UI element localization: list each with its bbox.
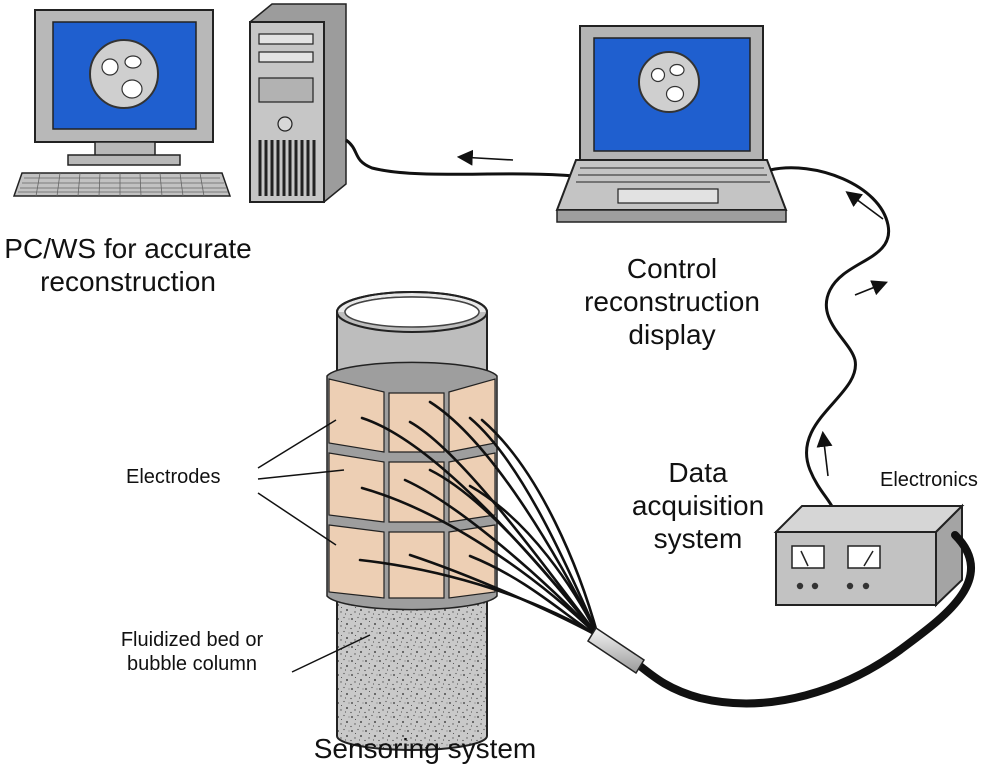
- fluidized-bed: [336, 597, 488, 751]
- fluidized-label-line1: Fluidized bed or: [120, 629, 264, 651]
- pc-label: PC/WS for accurate reconstruction: [2, 232, 254, 298]
- data-flow-arrow: [845, 191, 884, 220]
- daq-label-line1: Data: [668, 457, 728, 488]
- pc-label-line1: PC/WS for accurate: [4, 233, 252, 264]
- network-cable: [345, 138, 576, 178]
- daq-label: Data acquisition system: [608, 456, 788, 555]
- control-label-line2: reconstruction: [584, 286, 760, 318]
- desktop-computer-icon: [12, 3, 347, 204]
- fluidized-label-line2: bubble column: [126, 652, 258, 675]
- meter-gauge-icon: [847, 545, 881, 569]
- data-flow-arrow: [456, 149, 514, 166]
- annotation-leaders: [257, 419, 371, 673]
- electrodes-label: Electrodes: [126, 466, 221, 488]
- reconstruction-image-icon: [638, 51, 700, 113]
- probe-cable: [636, 531, 975, 708]
- laptop-icon: [555, 25, 788, 223]
- electronics-box-icon: [773, 503, 965, 608]
- touchpad: [617, 188, 719, 204]
- sensor-column-icon: [326, 291, 498, 751]
- daq-label-line2: acquisition: [631, 490, 765, 522]
- desktop-monitor: [34, 9, 214, 166]
- control-display-label: Control reconstruction display: [560, 252, 784, 351]
- fluidized-bed-label: Fluidized bed or bubble column: [100, 629, 284, 676]
- pc-label-line2: reconstruction: [40, 266, 216, 298]
- power-button-icon: [277, 116, 293, 132]
- knob-icon: [796, 582, 870, 590]
- meter-gauge-icon: [791, 545, 825, 569]
- reconstruction-image-icon: [89, 39, 159, 109]
- sensoring-system-label: Sensoring system: [313, 733, 537, 764]
- data-flow-arrow: [816, 430, 833, 477]
- data-flow-arrow: [854, 280, 888, 296]
- daq-label-line3: system: [653, 523, 743, 555]
- electrode-wires: [358, 400, 600, 638]
- electronics-label: Electronics: [880, 469, 978, 491]
- control-label-line3: display: [628, 319, 716, 351]
- probe-connector: [586, 626, 646, 675]
- tower-case-icon: [249, 3, 347, 204]
- keyboard-icon: [12, 172, 232, 197]
- control-label-line1: Control: [626, 253, 718, 284]
- data-cable: [769, 166, 891, 513]
- electrode-array: [328, 378, 496, 599]
